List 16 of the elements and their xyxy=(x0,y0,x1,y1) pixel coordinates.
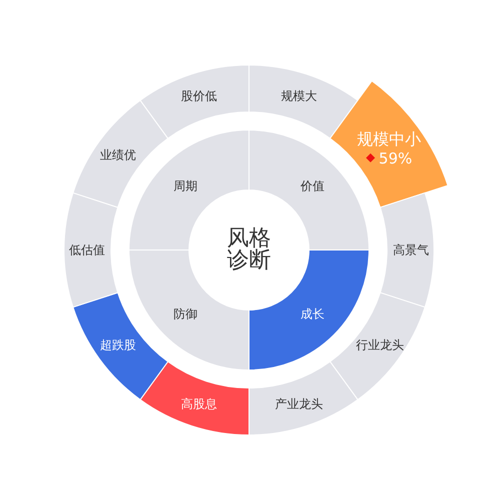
segment-label: 行业龙头 xyxy=(356,338,404,352)
segment-label: 规模中小 xyxy=(356,130,421,149)
segment-label: 高股息 xyxy=(180,396,217,412)
segment-label: 防御 xyxy=(173,306,198,321)
segment-label: 价值 xyxy=(300,179,325,194)
segment-label: 超跌股 xyxy=(100,338,136,352)
segment-label: 产业龙头 xyxy=(275,396,324,412)
segment-label: 成长 xyxy=(300,306,325,321)
segment-label: 周期 xyxy=(173,179,198,194)
segment-label: 低估值 xyxy=(69,242,105,258)
segment-label: 业绩优 xyxy=(100,148,136,162)
percentage-value: 59% xyxy=(378,148,412,167)
segment-label: 股价低 xyxy=(180,88,217,104)
segment-label: 高景气 xyxy=(393,242,429,258)
segment-label: 规模大 xyxy=(281,88,318,104)
center-title: 风格诊断 xyxy=(226,228,272,272)
